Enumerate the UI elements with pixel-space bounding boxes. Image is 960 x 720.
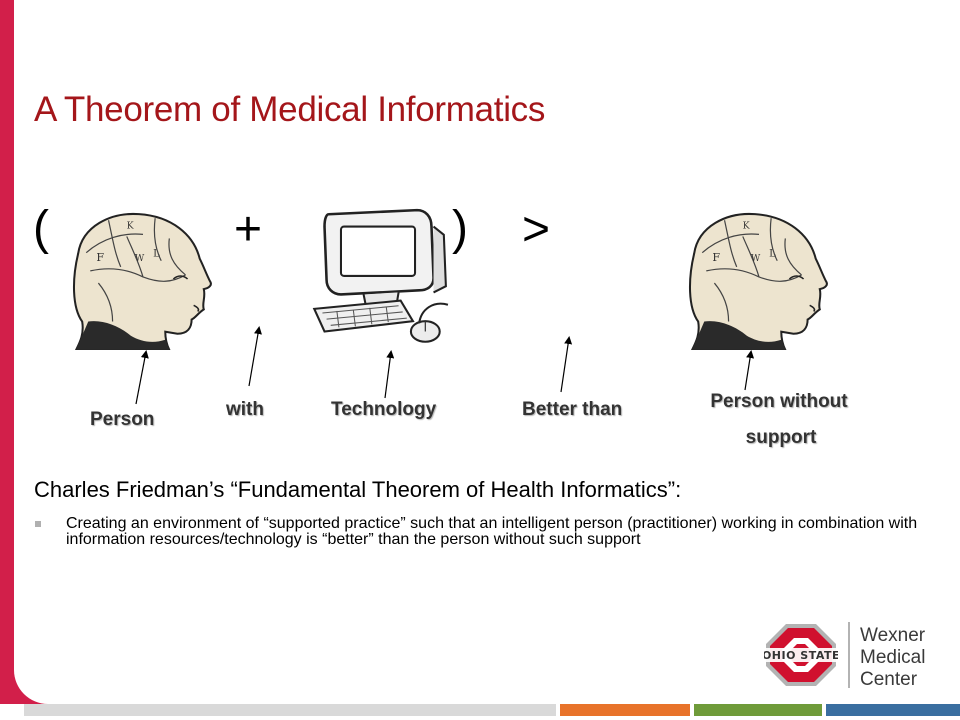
arrow-technology [384,350,395,399]
arrow-with [248,326,262,387]
svg-text:L: L [153,249,160,260]
bullet-text: Creating an environment of “supported pr… [66,515,918,548]
bar-gray [24,704,556,716]
logo-line-medical: Medical [860,647,926,668]
arrow-person-without [744,350,755,391]
svg-text:L: L [769,249,776,260]
arrow-better-than [560,336,573,393]
logo-seal-text: OHIO STATE [764,649,838,662]
slide-panel [14,0,960,704]
bar-orange [560,704,690,716]
svg-text:K: K [743,221,750,231]
label-person: Person [90,409,155,430]
svg-text:K: K [127,221,134,231]
label-support: support [745,427,817,448]
label-better-than: Better than [522,399,623,420]
bar-blue [826,704,960,716]
bottom-color-bars [0,704,960,720]
block-o-logo-icon: OHIO STATE [764,624,838,686]
plus-sign: + [234,203,263,256]
phrenology-head-icon: F K L W [72,213,212,350]
label-technology: Technology [331,399,437,420]
open-paren: ( [33,202,49,255]
bar-green [694,704,822,716]
greater-than-sign: > [522,203,551,256]
subheading: Charles Friedman’s “Fundamental Theorem … [34,477,682,502]
close-paren: ) [452,202,468,255]
svg-text:W: W [751,254,761,264]
svg-text:W: W [135,254,145,264]
arrow-person [135,350,149,405]
logo-line-wexner: Wexner [860,625,926,646]
label-person-without: Person without [710,391,848,412]
svg-text:F: F [712,251,720,264]
svg-text:F: F [96,251,104,264]
desktop-computer-icon [312,208,449,343]
label-with: with [226,399,264,420]
slide-title: A Theorem of Medical Informatics [34,90,546,129]
logo-divider [848,622,850,688]
logo-line-center: Center [860,669,918,690]
bullet-square-icon [35,521,41,527]
phrenology-head-icon: F K L W [688,213,828,350]
